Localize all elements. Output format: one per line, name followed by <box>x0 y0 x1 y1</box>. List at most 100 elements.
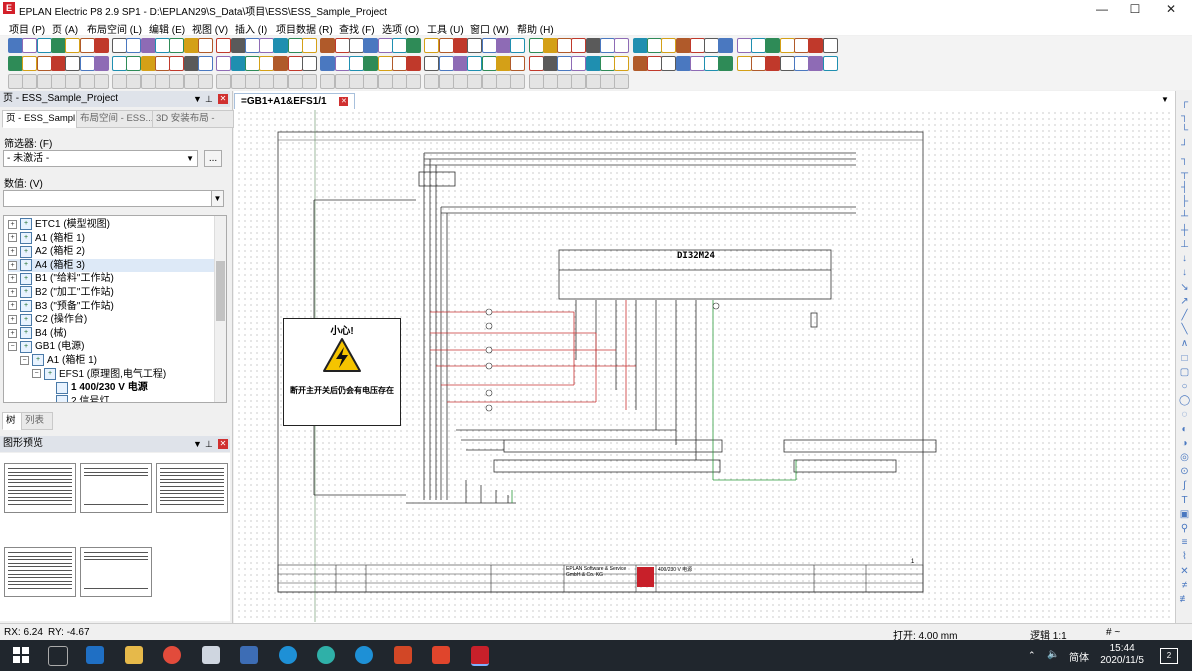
tab-3d-layout[interactable]: 3D 安装布局 - <box>152 110 234 128</box>
menu-layout-space[interactable]: 布局空间 (L) <box>87 25 142 36</box>
toolbar-button-icon[interactable] <box>183 56 199 71</box>
value-dropdown-icon[interactable]: ▼ <box>211 190 224 207</box>
toolbar-button-icon[interactable] <box>424 74 440 89</box>
panel-dropdown-icon[interactable]: ▼ <box>193 94 202 104</box>
toolbar-button-icon[interactable] <box>481 38 497 53</box>
chrome-icon[interactable] <box>163 646 181 664</box>
tree-item[interactable]: ++B3 ("预备"工作站) <box>8 299 214 313</box>
toolbar-button-icon[interactable] <box>557 74 573 89</box>
toolbar-button-icon[interactable] <box>230 56 246 71</box>
drawing-tool-icon[interactable]: ┤ <box>1180 182 1189 194</box>
toolbar-button-icon[interactable] <box>675 38 691 53</box>
toolbar-button-icon[interactable] <box>632 38 648 53</box>
drawing-tool-icon[interactable]: ┌ <box>1180 97 1189 108</box>
filter-browse-button[interactable]: ... <box>204 150 222 167</box>
toolbar-button-icon[interactable] <box>22 74 38 89</box>
toolbar-button-icon[interactable] <box>79 74 95 89</box>
toolbar-button-icon[interactable] <box>273 74 289 89</box>
tree-item[interactable]: ++B1 ("给料"工作站) <box>8 272 214 285</box>
toolbar-button-icon[interactable] <box>614 74 630 89</box>
toolbar-button-icon[interactable] <box>704 38 720 53</box>
collapse-icon[interactable]: − <box>32 369 41 379</box>
toolbar-button-icon[interactable] <box>230 38 246 53</box>
toolbar-button-icon[interactable] <box>793 38 809 53</box>
toolbar-button-icon[interactable] <box>377 38 393 53</box>
drawing-tool-icon[interactable]: ▣ <box>1179 508 1190 520</box>
toolbar-button-icon[interactable] <box>334 74 350 89</box>
toolbar-button-icon[interactable] <box>528 56 544 71</box>
toolbar-button-icon[interactable] <box>140 38 156 53</box>
drawing-tool-icon[interactable]: ┼ <box>1180 224 1189 236</box>
toolbar-button-icon[interactable] <box>197 74 213 89</box>
tab-layout-space[interactable]: 布局空间 - ESS... <box>76 110 156 128</box>
toolbar-button-icon[interactable] <box>155 56 170 71</box>
drawing-tool-icon[interactable]: ≢ <box>1179 594 1190 605</box>
toolbar-button-icon[interactable] <box>822 56 838 71</box>
toolbar-button-icon[interactable] <box>169 56 185 71</box>
toolbar-button-icon[interactable] <box>363 74 379 89</box>
toolbar-button-icon[interactable] <box>467 74 483 89</box>
toolbar-button-icon[interactable] <box>600 38 615 53</box>
file-explorer-icon[interactable] <box>125 646 143 664</box>
menu-help[interactable]: 帮助 (H) <box>517 25 554 36</box>
toolbar-button-icon[interactable] <box>661 38 677 53</box>
drawing-tool-icon[interactable]: ⌇ <box>1182 551 1187 563</box>
toolbar-button-icon[interactable] <box>155 38 170 53</box>
toolbar-button-icon[interactable] <box>808 56 824 71</box>
toolbar-button-icon[interactable] <box>334 56 350 71</box>
toolbar-button-icon[interactable] <box>112 74 128 89</box>
toolbar-button-icon[interactable] <box>377 74 393 89</box>
toolbar-button-icon[interactable] <box>614 56 630 71</box>
page-thumbnail[interactable] <box>80 547 152 597</box>
toolbar-button-icon[interactable] <box>302 38 317 53</box>
toolbar-button-icon[interactable] <box>273 38 289 53</box>
drawing-tool-icon[interactable]: ↓ <box>1182 253 1187 265</box>
toolbar-button-icon[interactable] <box>93 56 109 71</box>
toolbar-button-icon[interactable] <box>36 56 52 71</box>
drawing-tool-icon[interactable]: ∧ <box>1180 338 1189 350</box>
value-input[interactable] <box>3 190 212 207</box>
toolbar-button-icon[interactable] <box>216 56 232 71</box>
toolbar-button-icon[interactable] <box>736 38 752 53</box>
toolbar-button-icon[interactable] <box>585 38 601 53</box>
toolbar-button-icon[interactable] <box>50 74 66 89</box>
drawing-tool-icon[interactable]: ≡ <box>1181 537 1188 549</box>
task-view-icon[interactable] <box>48 646 68 666</box>
toolbar-button-icon[interactable] <box>406 74 422 89</box>
toolbar-button-icon[interactable] <box>155 74 170 89</box>
toolbar-button-icon[interactable] <box>169 38 185 53</box>
toolbar-button-icon[interactable] <box>406 38 422 53</box>
toolbar-button-icon[interactable] <box>808 38 824 53</box>
toolbar-button-icon[interactable] <box>169 74 185 89</box>
menu-options[interactable]: 选项 (O) <box>382 25 420 36</box>
toolbar-button-icon[interactable] <box>822 38 838 53</box>
status-hash[interactable]: # ~ <box>1106 627 1121 638</box>
toolbar-button-icon[interactable] <box>391 56 407 71</box>
collapse-icon[interactable]: − <box>8 342 17 352</box>
toolbar-button-icon[interactable] <box>377 56 393 71</box>
close-button[interactable]: ✕ <box>1165 2 1177 16</box>
drawing-tool-icon[interactable]: ┘ <box>1180 139 1189 151</box>
tree-scrollbar[interactable] <box>214 216 226 402</box>
toolbar-button-icon[interactable] <box>571 38 587 53</box>
toolbar-button-icon[interactable] <box>528 38 544 53</box>
toolbar-button-icon[interactable] <box>244 74 260 89</box>
page-thumbnail[interactable] <box>156 463 228 513</box>
page-thumbnail[interactable] <box>80 463 152 513</box>
toolbar-button-icon[interactable] <box>197 38 213 53</box>
toolbar-button-icon[interactable] <box>36 38 52 53</box>
toolbar-button-icon[interactable] <box>585 74 601 89</box>
menu-tools[interactable]: 工具 (U) <box>427 25 464 36</box>
panel-dropdown-icon[interactable]: ▼ <box>193 439 202 449</box>
toolbar-button-icon[interactable] <box>197 56 213 71</box>
toolbar-button-icon[interactable] <box>36 74 52 89</box>
tray-chevron-icon[interactable]: ⌃ <box>1028 650 1036 660</box>
toolbar-button-icon[interactable] <box>126 38 142 53</box>
toolbar-button-icon[interactable] <box>557 38 573 53</box>
drawing-tool-icon[interactable]: └ <box>1180 125 1189 137</box>
tree-item[interactable]: ++B2 ("加工"工作站) <box>8 286 214 299</box>
tree-item[interactable]: ++A4 (箱柜 3) <box>8 258 214 272</box>
outlook-icon[interactable] <box>86 646 104 664</box>
toolbar-button-icon[interactable] <box>600 74 615 89</box>
toolbar-button-icon[interactable] <box>320 38 336 53</box>
